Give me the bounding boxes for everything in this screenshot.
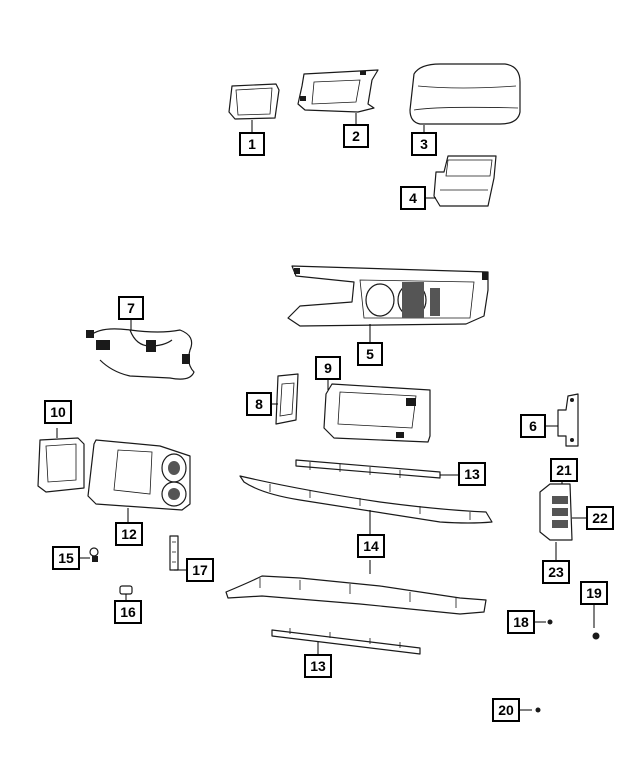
part-17-bracket [169, 535, 179, 571]
part-12-cupholder-bezel [87, 439, 191, 511]
part-4-bin [433, 155, 497, 207]
part-15-clip [89, 547, 99, 562]
part-18-screw [547, 619, 553, 625]
callout-16: 16 [114, 600, 142, 624]
part-2-frame [297, 69, 379, 113]
callout-20: 20 [492, 698, 520, 722]
part-6-bracket [557, 393, 579, 447]
part-9-bezel [323, 383, 431, 443]
part-1-pad [228, 83, 280, 120]
callout-10: 10 [44, 400, 72, 424]
part-13-upper-strip [295, 459, 441, 479]
callout-23: 23 [542, 560, 570, 584]
callout-15: 15 [52, 546, 80, 570]
callout-13-lower: 13 [304, 654, 332, 678]
part-5-console-base [287, 265, 489, 327]
callout-13-upper: 13 [458, 462, 486, 486]
part-7-wiring-harness [86, 328, 195, 380]
part-10-cover [37, 437, 85, 493]
part-14-upper-trim [239, 475, 493, 524]
part-16-plug [119, 585, 133, 595]
callout-8: 8 [246, 392, 272, 416]
part-22-switch-panel [539, 483, 573, 541]
part-19-push-pin [592, 632, 600, 640]
callout-3: 3 [411, 132, 437, 156]
callout-12: 12 [115, 522, 143, 546]
callout-2: 2 [343, 124, 369, 148]
part-20-screw [535, 707, 541, 713]
callout-19: 19 [580, 581, 608, 605]
callout-7: 7 [118, 296, 144, 320]
part-14-lower-trim [225, 575, 487, 615]
callout-17: 17 [186, 558, 214, 582]
callout-5: 5 [357, 342, 383, 366]
callout-9: 9 [315, 356, 341, 380]
callout-18: 18 [507, 610, 535, 634]
part-13-lower-strip [271, 628, 421, 655]
callout-4: 4 [400, 186, 426, 210]
callout-14: 14 [357, 534, 385, 558]
callout-21: 21 [550, 458, 578, 482]
callout-6: 6 [520, 414, 546, 438]
callout-22: 22 [586, 506, 614, 530]
callout-1: 1 [239, 132, 265, 156]
part-3-armrest-lid [409, 63, 521, 125]
part-8-trim-panel [275, 373, 299, 425]
